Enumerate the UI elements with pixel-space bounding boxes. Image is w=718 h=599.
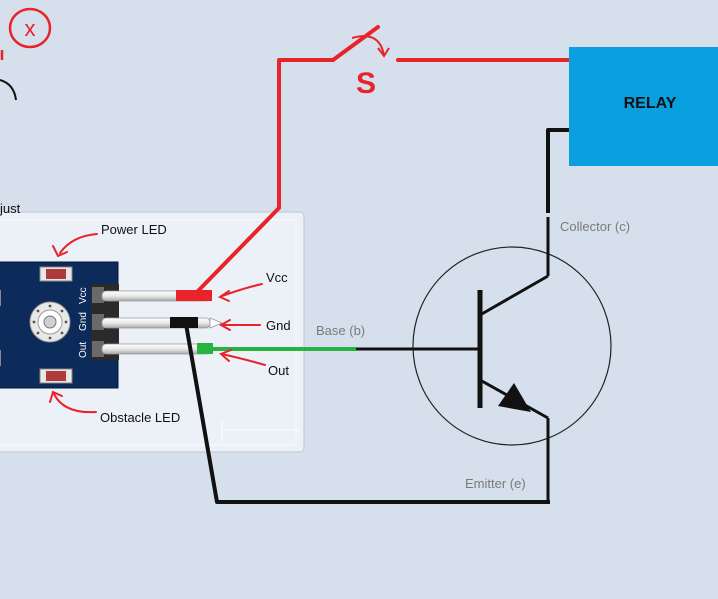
- relay-label: RELAY: [624, 95, 677, 112]
- base-label: Base (b): [316, 323, 365, 338]
- emitter-arrow-icon: [498, 383, 531, 412]
- power-led-icon: [39, 266, 73, 282]
- corner-mark: x: [0, 7, 52, 101]
- relay-box: RELAY: [569, 47, 718, 166]
- silk-label-gnd: Gnd: [78, 312, 89, 331]
- potentiometer-icon: [29, 301, 71, 343]
- panel-cut-label: just: [0, 201, 21, 216]
- collector-label: Collector (c): [560, 219, 630, 234]
- ir-sensor-board: Vcc Gnd Out: [0, 261, 119, 389]
- header-pins: [101, 290, 224, 355]
- obstacle-led-icon: [39, 368, 73, 384]
- vcc-wire: [195, 25, 574, 294]
- emitter-label: Emitter (e): [465, 476, 526, 491]
- vcc-callout-label: Vcc: [266, 270, 288, 285]
- switch-label: S: [356, 67, 376, 100]
- power-led-label: Power LED: [101, 222, 167, 237]
- switch-s: S: [351, 35, 390, 100]
- ground-wire: [184, 323, 550, 504]
- gnd-callout-label: Gnd: [266, 318, 291, 333]
- npn-transistor-symbol: [355, 217, 612, 502]
- obstacle-led-label: Obstacle LED: [100, 410, 180, 425]
- silk-label-out: Out: [78, 342, 89, 358]
- annotation-arrows: [49, 233, 266, 414]
- out-callout-label: Out: [268, 363, 289, 378]
- collector-wire: [546, 128, 569, 213]
- corner-mark-text: x: [25, 16, 36, 41]
- silk-label-vcc: Vcc: [78, 287, 89, 304]
